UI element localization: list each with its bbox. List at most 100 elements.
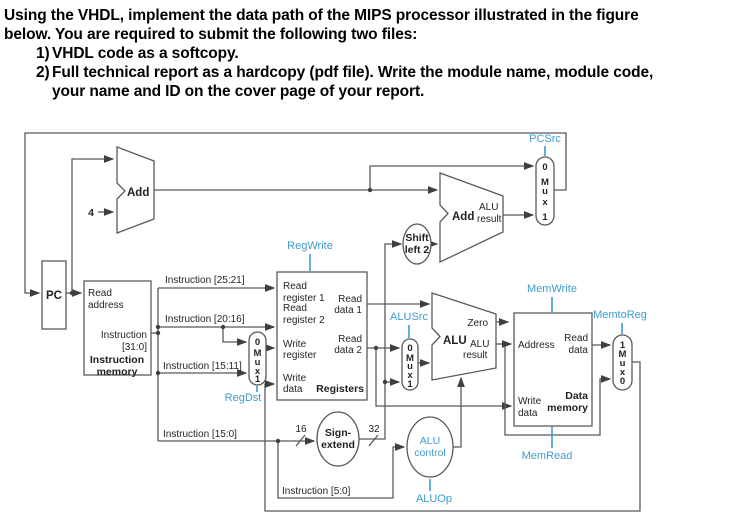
branch-adder-result-line1: ALU: [479, 202, 498, 213]
data-memory: [513, 312, 593, 427]
junction-bus-entry: [155, 330, 161, 336]
alu-result-line1: ALU: [470, 339, 489, 350]
wire-instruction-bus: [151, 288, 159, 441]
imem-read-address-line1: Read: [88, 288, 112, 299]
pcsrc-mux-m: M: [541, 177, 549, 188]
control-signals: PCSrc RegWrite RegDst ALUSrc MemWrite Me…: [225, 133, 647, 505]
wire-pcsrc-mux-to-pc: [24, 132, 567, 297]
imem-instruction-out-line1: Instruction: [101, 330, 147, 341]
mux-labels: 0 M u x 1 0 M u x 1 0 M u x 1 1 M u x 0: [254, 162, 627, 390]
alu-control-unit: [406, 416, 454, 478]
label-instruction-20-16: Instruction [20:16]: [165, 314, 245, 325]
registers-file: [276, 271, 368, 401]
memtoreg-mux-m: M: [619, 349, 627, 360]
alu-label: ALU: [443, 335, 467, 347]
junction-alu-result: [502, 341, 508, 347]
wires: [24, 132, 641, 512]
branch-adder: [439, 172, 504, 264]
dmem-write-data-line2: data: [518, 408, 538, 419]
alusrc-mux: [401, 338, 419, 391]
junction-pc-plus4: [367, 187, 373, 193]
memtoreg-mux-u: u: [620, 358, 626, 369]
wire-pc-to-pc-adder: [71, 155, 115, 293]
instruction-memory: [83, 280, 152, 376]
alusrc-mux-m: M: [406, 353, 414, 364]
alu-control-label-line2: control: [414, 447, 446, 459]
junction-20-16-branch: [220, 324, 226, 330]
alu-zero-label: Zero: [467, 318, 488, 329]
components: [41, 146, 633, 478]
imem-instruction-out-line2: [31:0]: [122, 342, 147, 353]
branch-adder-label: Add: [452, 211, 474, 223]
junction-dots: [69, 187, 508, 444]
signal-regwrite: RegWrite: [287, 240, 333, 252]
regdst-mux: [248, 331, 267, 386]
alusrc-mux-x: x: [407, 370, 413, 381]
pcsrc-mux-in0: 0: [542, 162, 547, 173]
instructions-line-1: Using the VHDL, implement the data path …: [4, 7, 639, 24]
memtoreg-mux: [612, 334, 633, 391]
alusrc-mux-in1: 1: [407, 379, 413, 390]
registers-read-data1-line1: Read: [338, 294, 362, 305]
regdst-mux-u: u: [255, 357, 261, 368]
memtoreg-mux-in0: 0: [620, 376, 625, 387]
signal-pcsrc: PCSrc: [529, 133, 561, 145]
label-instruction-15-11: Instruction [15:11]: [163, 361, 242, 372]
registers-write-data-line1: Write: [283, 373, 307, 384]
memtoreg-mux-in1: 1: [620, 340, 626, 351]
const4-label: 4: [88, 207, 94, 219]
imem-read-address-line2: address: [88, 300, 124, 311]
registers-write-data-line2: data: [283, 384, 303, 395]
signal-memwrite: MemWrite: [527, 283, 577, 295]
signal-memtoreg: MemtoReg: [593, 309, 647, 321]
alu-result-line2: result: [463, 350, 488, 361]
label-bus-width-16: 16: [295, 424, 307, 435]
dmem-read-data-line2: data: [569, 345, 589, 356]
wire-writeback-to-registers: [264, 361, 641, 512]
label-instruction-15-0: Instruction [15:0]: [163, 429, 237, 440]
pcsrc-mux-u: u: [542, 186, 548, 197]
registers-read-reg2-line2: register 2: [283, 315, 325, 326]
registers-title: Registers: [316, 383, 364, 395]
junction-read-data2: [373, 345, 379, 351]
pcsrc-mux-in1: 1: [542, 212, 548, 223]
regdst-mux-m: M: [254, 348, 262, 359]
item-2-number: 2): [36, 64, 50, 81]
shift-left-2-unit: [402, 223, 432, 265]
wire-alu-result-to-memtoreg-mux0: [504, 344, 612, 436]
wire-read-data2-to-dmem-write-data: [375, 348, 513, 410]
item-1-text: VHDL code as a softcopy.: [52, 45, 239, 62]
regdst-mux-in0: 0: [255, 337, 260, 348]
sign-extend-label-line2: extend: [321, 439, 355, 451]
signal-aluop: ALUOp: [416, 493, 452, 505]
item-1-number: 1): [36, 45, 50, 62]
shift-left2-label-line2: left 2: [405, 244, 430, 256]
registers-read-data2-line2: data 2: [334, 345, 362, 356]
label-instruction-25-21: Instruction [25:21]: [165, 275, 245, 286]
shift-left2-label-line1: Shift: [405, 232, 429, 244]
imem-title-line1: Instruction: [90, 354, 144, 366]
wire-instruction-5-0-to-alu-control: [277, 441, 406, 499]
registers-read-reg1-line1: Read: [283, 281, 307, 292]
wire-alu-control-to-alu: [453, 376, 465, 448]
junction-sign-extend-riser: [382, 379, 388, 385]
sign-extend-label-line1: Sign-: [325, 427, 352, 439]
junction-bus-20-16: [155, 324, 161, 330]
junction-15-0-branch: [275, 438, 281, 444]
pcsrc-mux: [535, 156, 555, 226]
signal-regdst: RegDst: [225, 392, 262, 404]
wire-sign-extend-to-shift-left2: [359, 240, 403, 440]
regdst-mux-in1: 1: [255, 374, 261, 385]
bus-width-slash-32: [368, 434, 379, 447]
alu-control-label-line1: ALU: [420, 435, 440, 447]
sign-extend-unit: [316, 411, 360, 467]
pc-label: PC: [46, 290, 62, 302]
bus-width-slash-16: [295, 434, 306, 447]
registers-write-reg-line1: Write: [283, 339, 307, 350]
registers-read-data2-line1: Read: [338, 334, 362, 345]
item-2-text-line-1: Full technical report as a hardcopy (pdf…: [52, 64, 654, 81]
signal-alusrc: ALUSrc: [390, 311, 428, 323]
branch-adder-result-line2: result: [477, 214, 502, 225]
